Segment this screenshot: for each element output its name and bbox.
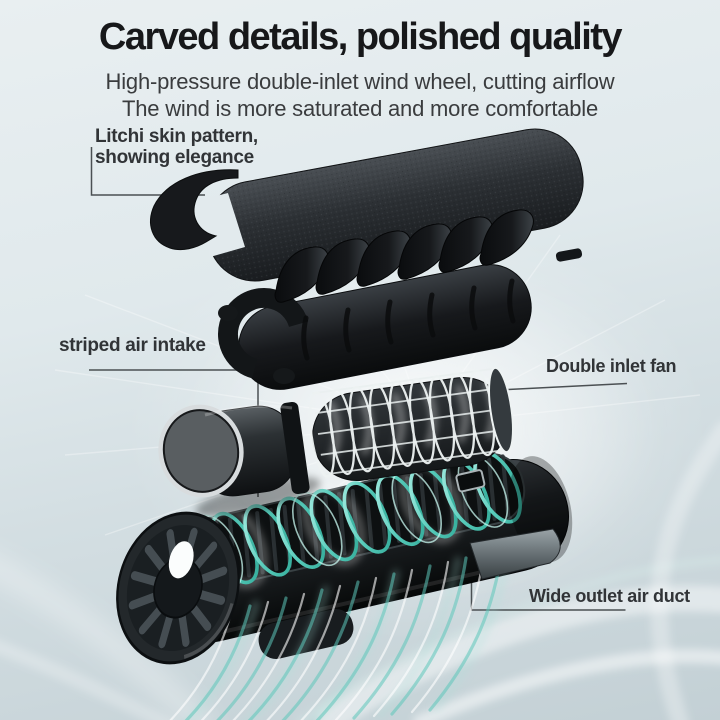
fan-cage-end-ring xyxy=(488,366,514,454)
callout-litchi-line2: showing elegance xyxy=(95,147,254,168)
intake-clamp-ring xyxy=(218,288,310,380)
cover-notch-gap xyxy=(200,193,245,257)
callout-litchi-line1: Litchi skin pattern, xyxy=(95,126,258,147)
callout-wide-outlet-air-duct: Wide outlet air duct xyxy=(529,586,690,606)
outlet-airflow-streaks xyxy=(169,544,512,720)
duct-end-cap xyxy=(116,511,240,665)
subheadline-line2: The wind is more saturated and more comf… xyxy=(121,96,599,121)
cover-hook xyxy=(150,169,239,251)
subheadline-line1: High-pressure double-inlet wind wheel, c… xyxy=(105,69,615,94)
background-swooshes xyxy=(0,421,720,720)
intake-fins xyxy=(274,209,534,303)
duct-outlet-flap xyxy=(469,528,561,580)
double-inlet-fan-part xyxy=(158,366,514,498)
end-cap-hub xyxy=(168,541,194,579)
striped-intake-part xyxy=(218,209,534,390)
litchi-cover-part xyxy=(150,128,584,282)
callout-litchi-skin: Litchi skin pattern, showing elegance xyxy=(95,126,258,168)
duct-port xyxy=(455,469,486,493)
intake-grooves xyxy=(301,278,516,361)
headline: Carved details, polished quality xyxy=(98,16,623,58)
fan-motor-face xyxy=(158,404,244,498)
fan-cage-rings xyxy=(308,369,496,478)
callout-striped-air-intake: striped air intake xyxy=(59,335,206,356)
callout-double-inlet-fan: Double inlet fan xyxy=(546,356,677,376)
